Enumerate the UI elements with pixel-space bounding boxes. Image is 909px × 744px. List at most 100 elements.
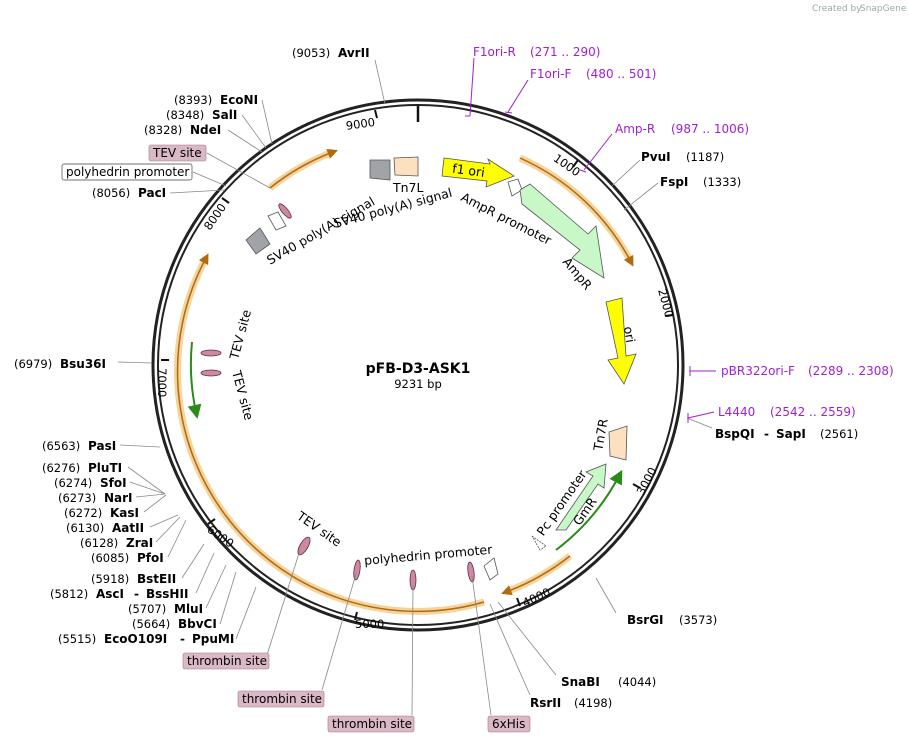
pasi-name: PasI (88, 439, 116, 453)
polyhedrin-promoter-box-label: polyhedrin promoter (66, 165, 189, 179)
sali-position: (8348) (166, 108, 204, 122)
rsrii-position: (4198) (574, 696, 612, 710)
thrombin-site-box-2 (237, 690, 325, 708)
polyhedrin-promoter-arrow (483, 557, 499, 581)
fspi-position: (1333) (703, 175, 741, 189)
tick-4000: 4000 (520, 585, 552, 610)
ndei-position: (8328) (144, 123, 182, 137)
sfoi-position: (6274) (54, 476, 92, 490)
aatii-position: (6130) (66, 521, 104, 535)
orf-arrow-large (176, 253, 485, 613)
tev-orf-arc (187, 341, 202, 419)
pasi-position: (6563) (42, 439, 80, 453)
primer-connectors (465, 57, 716, 423)
kasi-position: (6272) (64, 506, 102, 520)
zrai-name: ZraI (126, 536, 153, 550)
pc-promoter-arrow (531, 535, 547, 551)
bsu36i-name: Bsu36I (60, 357, 106, 371)
primer-labels: F1ori-R (271 .. 290) F1ori-F (480 .. 501… (473, 45, 894, 419)
nari-position: (6273) (58, 491, 96, 505)
f1ori-f-range: (480 .. 501) (586, 67, 656, 81)
asci-name: AscI (96, 587, 124, 601)
pvui-name: PvuI (641, 150, 671, 164)
thrombin-site-box-3 (327, 715, 415, 733)
amp-r-range: (987 .. 1006) (671, 122, 749, 136)
fspi-name: FspI (660, 175, 688, 189)
amp-r-name: Amp-R (615, 122, 655, 136)
pvui-position: (1187) (686, 150, 724, 164)
bspqi-name: BspQI (715, 427, 755, 441)
f1ori-r-range: (271 .. 290) (530, 45, 600, 59)
pluti-name: PluTI (88, 461, 122, 475)
snabi-position: (4044) (618, 675, 656, 689)
tn7l-box (393, 156, 419, 177)
sfoi-name: SfoI (100, 476, 127, 490)
gmr-orf-arc (555, 469, 623, 551)
pluti-position: (6276) (42, 461, 80, 475)
orf-band-top-left (267, 148, 335, 191)
enzyme-labels: (9053) AvrII (8393) EcoNI (8348) SalI (8… (14, 46, 858, 710)
plasmid-name: pFB-D3-ASK1 (366, 361, 471, 377)
kasi-name: KasI (110, 506, 139, 520)
tick-9000: 9000 (345, 115, 376, 133)
bbvci-position: (5664) (132, 617, 170, 631)
ecoo109i-position: (5515) (58, 632, 96, 646)
bbvci-name: BbvCI (178, 617, 217, 631)
gmr-arrow (555, 463, 607, 531)
his-tag-marker (467, 561, 475, 583)
ndei-name: NdeI (190, 123, 221, 137)
tev-site-inner-marker-1 (200, 349, 222, 357)
boxed-labels: TEV site polyhedrin promoter thrombin si… (61, 144, 531, 733)
ppumi-name: PpuMI (192, 632, 234, 646)
orf-arrow-lower-right (501, 555, 571, 596)
tn7l-label: Tn7L (392, 180, 424, 195)
tick-5000: 5000 (355, 617, 384, 631)
f1-ori-arrow (441, 157, 515, 188)
nari-name: NarI (104, 491, 133, 505)
thrombin-site-box-3-label: thrombin site (332, 717, 412, 731)
backbone-inner (157, 104, 679, 626)
pfoi-name: PfoI (137, 551, 164, 565)
f1ori-r-name: F1ori-R (473, 45, 516, 59)
snabi-name: SnaBI (561, 675, 600, 689)
polyhedrin-promoter-label: polyhedrin promoter (364, 542, 494, 568)
l4440-range: (2542 .. 2559) (770, 405, 856, 419)
bspqi-dash: - (764, 427, 769, 441)
bsshii-name: BssHII (146, 587, 188, 601)
tev-site-top-marker (278, 203, 292, 219)
tev-site-inner-label-1: TEV site (226, 308, 254, 362)
ampr-promoter-arrow (507, 178, 523, 197)
ecoo109i-dash: - (180, 632, 185, 646)
polyhedrin-promoter-top-arrow (267, 211, 287, 231)
tev-site-box-label: TEV site (152, 146, 202, 160)
mlui-position: (5707) (128, 602, 166, 616)
backbone-outer (151, 98, 685, 632)
bsteii-name: BstEII (137, 572, 176, 586)
tev-site-marker (297, 536, 311, 556)
his-tag-box-label: 6xHis (492, 717, 525, 731)
tev-site-inner-marker-2 (200, 369, 222, 377)
sali-name: SalI (212, 108, 237, 122)
ampr-arrow (519, 183, 605, 279)
orf-arrow-top-right (519, 157, 634, 267)
f1ori-f-name: F1ori-F (530, 67, 571, 81)
asci-dash: - (134, 587, 139, 601)
tick-7000: 7000 (155, 368, 169, 397)
avrii-position: (9053) (292, 46, 330, 60)
rsrii-name: RsrII (530, 696, 561, 710)
bspqi-position: (2561) (820, 427, 858, 441)
credit-app: SnapGene (860, 4, 907, 14)
econi-name: EcoNI (220, 93, 258, 107)
tn7r-box (608, 425, 628, 461)
bsteii-position: (5918) (91, 572, 129, 586)
econi-position: (8393) (174, 93, 212, 107)
ori-arrow (605, 297, 637, 385)
pfoi-position: (6085) (91, 551, 129, 565)
ori-label: ori (621, 325, 639, 344)
thrombin-site-box-2-label: thrombin site (242, 692, 322, 706)
tev-site-inner-label-2: TEV site (229, 368, 257, 422)
tick-marks (161, 109, 674, 621)
enzyme-connectors (117, 59, 713, 716)
orf-band-lower-right (504, 553, 573, 596)
